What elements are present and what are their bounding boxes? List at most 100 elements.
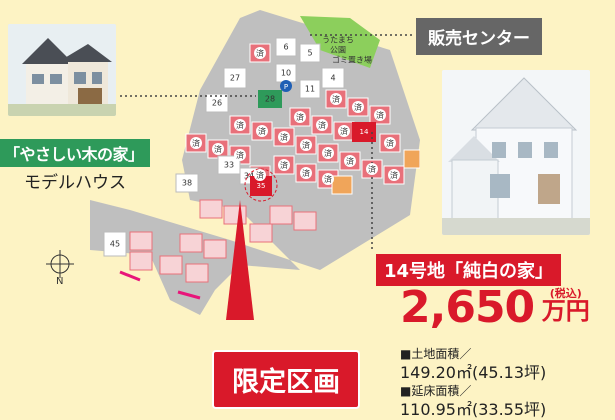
sold-mark-bg	[256, 125, 268, 137]
lot-6	[275, 37, 297, 57]
park-name-2: 公園	[330, 46, 346, 55]
sold-mark: 済	[390, 170, 398, 180]
svg-text:11: 11	[305, 85, 315, 94]
sold-mark: 済	[386, 138, 394, 148]
sold-mark-bg	[212, 143, 224, 155]
svg-text:10: 10	[281, 69, 291, 78]
lower-lots	[129, 199, 317, 283]
compass-icon: N	[46, 250, 74, 290]
lot-4	[321, 67, 345, 89]
lot-38	[175, 173, 199, 193]
svg-text:26: 26	[212, 99, 222, 108]
sold-mark: 済	[340, 126, 348, 136]
sold-mark: 済	[332, 94, 340, 104]
sold-mark: 済	[324, 148, 332, 158]
sold-mark-bg	[322, 147, 334, 159]
model-house-type: モデルハウス	[24, 173, 126, 193]
sold-mark-bg	[330, 93, 342, 105]
sold-mark-bg	[374, 109, 386, 121]
svg-text:34: 34	[244, 172, 254, 181]
park-garbage: ゴミ置き場	[332, 55, 372, 65]
svg-text:27: 27	[230, 74, 240, 83]
lot-35	[250, 176, 272, 196]
sold-mark: 済	[280, 160, 288, 170]
sold-mark: 済	[256, 48, 264, 58]
sold-mark: 済	[376, 110, 384, 120]
parking-icon	[280, 80, 292, 92]
sold-mark-bg	[316, 119, 328, 131]
lot-28	[258, 90, 282, 108]
price: 2,650 (税込) 万円	[400, 282, 590, 333]
entrance-arrows	[119, 270, 201, 300]
compass-north: N	[56, 276, 64, 287]
sold-mark-bg	[234, 119, 246, 131]
price-value: 2,650	[400, 282, 535, 333]
land-area-value: 149.20㎡(45.13坪)	[400, 363, 547, 382]
svg-text:45: 45	[110, 240, 120, 249]
svg-text:35: 35	[257, 182, 266, 190]
orange-lots	[331, 149, 420, 195]
lot-26	[205, 93, 229, 113]
limited-lot-label: 限定区画	[212, 350, 360, 409]
sold-mark: 済	[318, 120, 326, 130]
sold-mark: 済	[214, 144, 222, 154]
sold-mark: 済	[256, 170, 264, 180]
sold-mark-bg	[344, 155, 356, 167]
limited-arrow	[226, 200, 254, 320]
sold-mark: 済	[236, 120, 244, 130]
sold-mark: 済	[346, 156, 354, 166]
svg-text:P: P	[284, 83, 288, 91]
sold-mark: 済	[354, 102, 362, 112]
sold-mark: 済	[302, 168, 310, 178]
sold-mark-bg	[322, 173, 334, 185]
sold-mark-bg	[254, 169, 266, 181]
model-house-name: 「やさしい木の家」	[0, 139, 150, 167]
sold-mark-bg	[352, 101, 364, 113]
sold-mark-bg	[278, 131, 290, 143]
sold-mark-bg	[234, 149, 246, 161]
floor-area-value: 110.95㎡(33.55坪)	[400, 400, 547, 419]
price-tax-note: (税込)	[549, 287, 582, 300]
svg-text:38: 38	[182, 179, 192, 188]
sold-mark: 済	[296, 112, 304, 122]
featured-lot-label: 14号地「純白の家」	[376, 254, 562, 286]
sold-mark-bg	[294, 111, 306, 123]
svg-text:4: 4	[330, 74, 335, 83]
sold-mark: 済	[368, 164, 376, 174]
svg-text:28: 28	[265, 95, 275, 104]
lot-45	[103, 231, 127, 257]
sales-center-label: 販売センター	[416, 18, 542, 55]
lot-5	[299, 43, 321, 63]
sold-mark: 済	[192, 138, 200, 148]
sold-mark-bg	[300, 167, 312, 179]
sold-mark-bg	[388, 169, 400, 181]
sold-mark: 済	[280, 132, 288, 142]
sold-mark-bg	[366, 163, 378, 175]
sold-mark-bg	[338, 125, 350, 137]
svg-text:33: 33	[224, 161, 234, 170]
sold-mark: 済	[236, 150, 244, 160]
sold-mark-bg	[278, 159, 290, 171]
sold-mark: 済	[302, 140, 310, 150]
svg-text:5: 5	[307, 49, 312, 58]
lot-14	[352, 122, 376, 142]
park-name: うたまち	[322, 36, 354, 45]
sold-mark-bg	[190, 137, 202, 149]
floor-area-label: ■延床面積／	[400, 384, 472, 398]
park-area	[300, 16, 380, 68]
price-unit: 万円	[541, 297, 590, 325]
sold-mark: 済	[258, 126, 266, 136]
sold-mark: 済	[324, 174, 332, 184]
svg-text:6: 6	[283, 43, 288, 52]
featured-house-photo	[442, 70, 590, 235]
sold-mark-bg	[300, 139, 312, 151]
land-area-label: ■土地面積／	[400, 347, 472, 361]
svg-text:14: 14	[360, 128, 369, 136]
lot-33	[217, 155, 241, 175]
lot-11	[299, 79, 321, 99]
model-house-photo	[8, 24, 116, 116]
lot-27	[223, 67, 247, 89]
